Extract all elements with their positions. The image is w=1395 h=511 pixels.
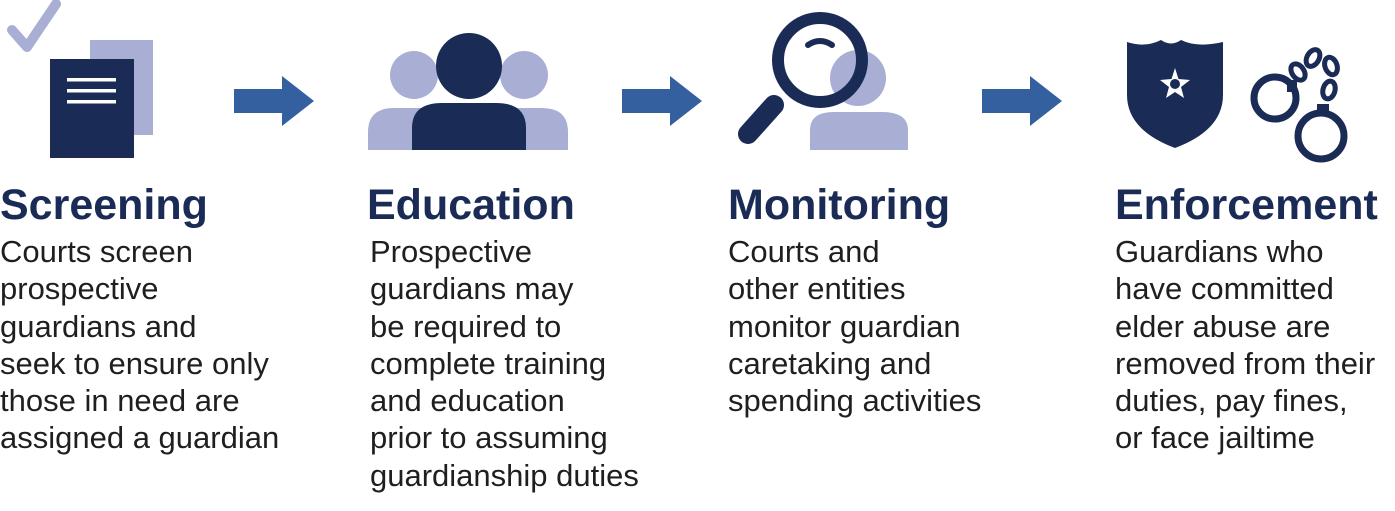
description-line: be required to [370,308,562,344]
step-title-screening: Screening [0,181,208,229]
description-line: Guardians who [1115,234,1324,269]
magnifier-person-icon [738,12,908,150]
step-title-enforcement: Enforcement [1115,181,1378,229]
arrow-right-icon [982,76,1062,126]
description-line: those in need are [0,383,240,419]
description-line: duties, pay fines, [1115,383,1348,419]
description-line: prior to assuming [370,420,608,456]
description-line: removed from their [1115,345,1376,381]
description-line: guardianship duties [370,457,639,493]
description-line: monitor guardian [728,308,961,344]
badge-handcuffs-icon [1127,40,1348,163]
document-check-icon [7,0,153,158]
arrow-right-icon [622,76,702,126]
description-line: have committed [1115,271,1334,307]
description-line: and education [370,383,565,419]
step-description-education: Prospective guardians may be required to… [370,233,639,494]
step-title-education: Education [367,181,575,229]
description-line: or face jailtime [1115,420,1315,456]
description-line: complete training [370,345,607,381]
description-line: Prospective [370,234,532,269]
description-line: seek to ensure only [0,345,269,381]
description-line: spending activities [728,383,982,419]
description-line: guardians and [0,308,197,344]
description-line: elder abuse are [1115,308,1331,344]
step-description-monitoring: Courts and other entities monitor guardi… [728,233,981,419]
step-title-monitoring: Monitoring [728,181,951,229]
description-line: other entities [728,271,906,307]
step-description-enforcement: Guardians who have committed elder abuse… [1115,233,1375,457]
description-line: Courts and [728,234,880,269]
description-line: prospective [0,271,159,307]
arrow-right-icon [234,76,314,126]
description-line: Courts screen [0,234,193,269]
people-group-icon [368,33,568,150]
description-line: caretaking and [728,345,932,381]
description-line: guardians may [370,271,574,307]
description-line: assigned a guardian [0,420,280,456]
step-description-screening: Courts screen prospective guardians and … [0,233,279,457]
